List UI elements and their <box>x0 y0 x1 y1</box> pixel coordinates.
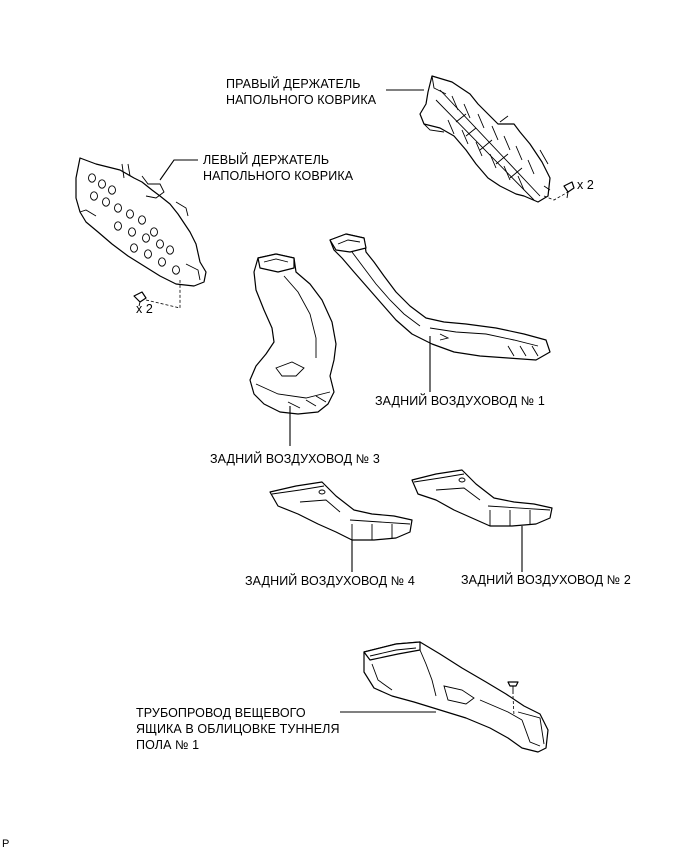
label-line: НАПОЛЬНОГО КОВРИКА <box>203 169 354 183</box>
rear-duct-1 <box>329 233 551 361</box>
clip-guide-left <box>145 280 181 309</box>
rear-duct-3 <box>249 253 337 415</box>
screw-guide <box>512 695 515 717</box>
leader-left-holder <box>159 159 198 181</box>
clip-icon-left <box>133 291 147 307</box>
label-rear-duct-3: ЗАДНИЙ ВОЗДУХОВОД № 3 <box>210 452 380 466</box>
right-floor-mat-holder <box>419 75 551 203</box>
clip-guide-right <box>543 191 569 201</box>
label-line: НАПОЛЬНОГО КОВРИКА <box>226 93 377 107</box>
quantity-left: x 2 <box>136 302 153 316</box>
label-rear-duct-1: ЗАДНИЙ ВОЗДУХОВОД № 1 <box>375 394 545 408</box>
console-box-duct <box>363 641 549 753</box>
rear-duct-4 <box>269 481 413 541</box>
label-rear-duct-4: ЗАДНИЙ ВОЗДУХОВОД № 4 <box>245 574 415 588</box>
label-console-box-duct: ТРУБОПРОВОД ВЕЩЕВОГО ЯЩИКА В ОБЛИЦОВКЕ Т… <box>136 705 340 753</box>
label-line: ПОЛА № 1 <box>136 738 200 752</box>
label-rear-duct-2: ЗАДНИЙ ВОЗДУХОВОД № 2 <box>461 573 631 587</box>
label-right-floor-mat-holder: ПРАВЫЙ ДЕРЖАТЕЛЬ НАПОЛЬНОГО КОВРИКА <box>226 76 376 108</box>
rear-duct-2 <box>411 469 553 527</box>
clip-icon-right <box>563 181 575 199</box>
label-line: ЯЩИКА В ОБЛИЦОВКЕ ТУННЕЛЯ <box>136 722 340 736</box>
label-line: ПРАВЫЙ ДЕРЖАТЕЛЬ <box>226 77 361 91</box>
screw-icon <box>507 681 519 694</box>
corner-mark: P <box>2 838 10 850</box>
left-floor-mat-holder <box>75 157 207 287</box>
label-line: ЛЕВЫЙ ДЕРЖАТЕЛЬ <box>203 153 330 167</box>
quantity-right: x 2 <box>577 178 594 192</box>
label-left-floor-mat-holder: ЛЕВЫЙ ДЕРЖАТЕЛЬ НАПОЛЬНОГО КОВРИКА <box>203 152 353 184</box>
label-line: ТРУБОПРОВОД ВЕЩЕВОГО <box>136 706 306 720</box>
